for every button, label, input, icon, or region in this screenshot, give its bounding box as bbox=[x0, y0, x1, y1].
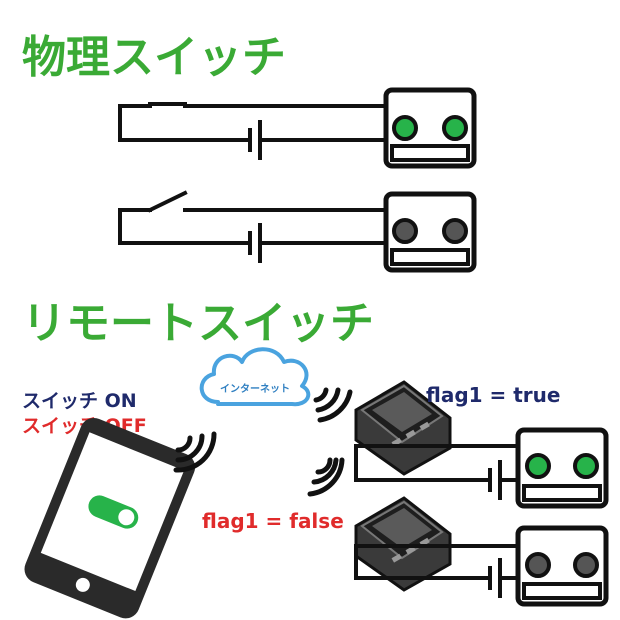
robot-face-icon bbox=[383, 87, 477, 169]
eye-left-off bbox=[392, 218, 418, 244]
wireless-signal-icon bbox=[307, 457, 345, 497]
eye-right-off bbox=[573, 552, 599, 578]
flag-true-label: flag1 = true bbox=[426, 383, 560, 407]
wireless-signal-icon bbox=[173, 431, 217, 473]
physical-circuit-closed bbox=[118, 87, 477, 169]
eye-left-lit bbox=[392, 115, 418, 141]
heading-remote-switch: リモートスイッチ bbox=[22, 298, 374, 349]
eye-left-lit bbox=[525, 453, 551, 479]
cloud-label: インターネット bbox=[220, 383, 290, 395]
eye-right-lit bbox=[442, 115, 468, 141]
robot-face-icon bbox=[383, 191, 477, 273]
robot-face-icon bbox=[515, 427, 609, 509]
toggle-switch-icon bbox=[88, 495, 139, 529]
battery-icon bbox=[248, 223, 262, 263]
eye-right-off bbox=[442, 218, 468, 244]
eye-right-lit bbox=[573, 453, 599, 479]
phone-label-on: スイッチ ON bbox=[22, 390, 137, 412]
wireless-signal-icon bbox=[313, 387, 353, 423]
flag-false-label: flag1 = false bbox=[202, 509, 344, 533]
cloud-icon: インターネット bbox=[199, 347, 311, 407]
remote-circuit-true bbox=[354, 427, 609, 509]
physical-circuit-open bbox=[118, 190, 477, 273]
robot-face-icon bbox=[515, 525, 609, 607]
battery-icon bbox=[488, 460, 502, 500]
battery-icon bbox=[488, 558, 502, 598]
phone-home-button bbox=[75, 577, 90, 592]
eye-left-off bbox=[525, 552, 551, 578]
battery-icon bbox=[248, 120, 262, 160]
smartphone-icon bbox=[24, 417, 196, 619]
remote-circuit-false bbox=[354, 525, 609, 607]
heading-physical-switch: 物理スイッチ bbox=[22, 32, 286, 83]
